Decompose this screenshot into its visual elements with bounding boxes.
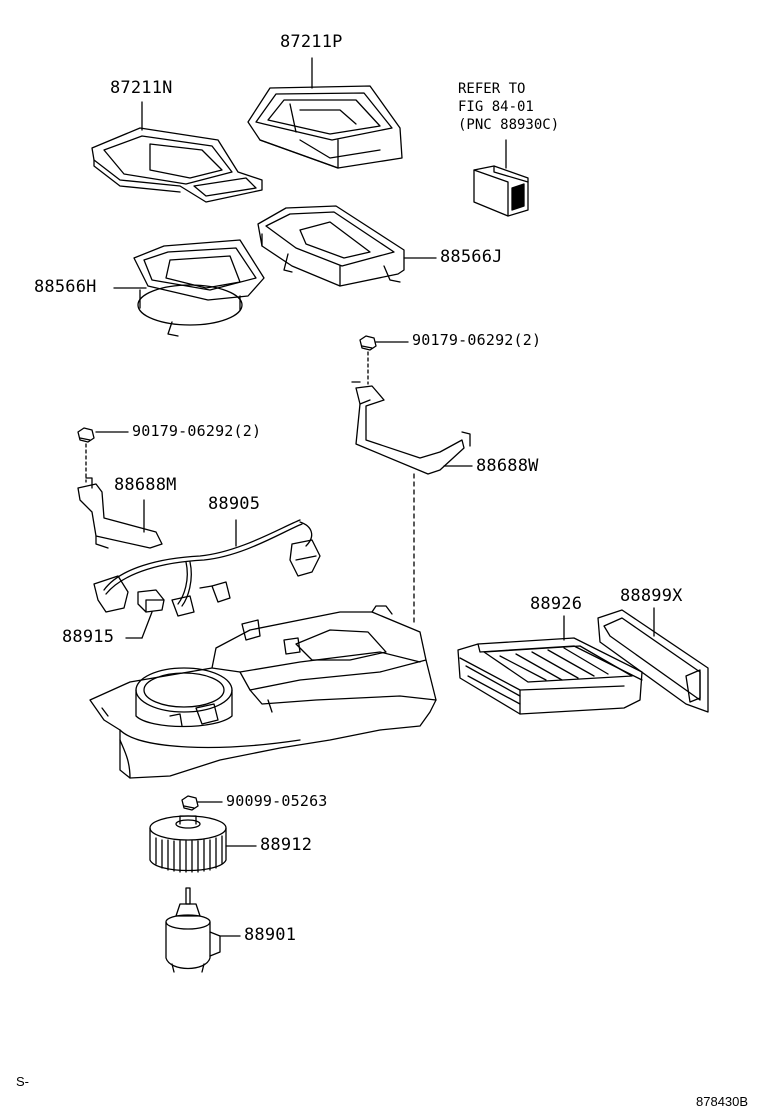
label-88566j: 88566J <box>440 247 503 267</box>
label-87211p: 87211P <box>280 32 343 52</box>
label-88566h: 88566H <box>34 277 97 297</box>
label-88899x: 88899X <box>620 586 683 606</box>
duct-frame-87211n-drawing <box>92 128 262 202</box>
label-88688m: 88688M <box>114 475 177 495</box>
fan-88912-drawing <box>150 816 226 872</box>
duct-88566h-drawing <box>134 240 264 336</box>
label-88915: 88915 <box>62 627 115 647</box>
filter-88926-drawing <box>458 638 642 714</box>
nut-90179-left-drawing <box>78 428 94 442</box>
leader-88915-b <box>142 612 152 638</box>
label-90179-left: 90179-06292(2) <box>132 422 262 440</box>
bracket-88688w-drawing <box>352 382 470 474</box>
reference-note-line1: REFER TO <box>458 81 526 97</box>
label-88901: 88901 <box>244 925 297 945</box>
label-88905: 88905 <box>208 494 261 514</box>
motor-88901-drawing <box>166 888 220 972</box>
label-88688w: 88688W <box>476 456 539 476</box>
bracket-88688m-drawing <box>78 478 162 548</box>
footer-left-mark: S- <box>16 1074 29 1089</box>
duct-frame-87211p-drawing <box>248 86 402 168</box>
figure-code: 878430B <box>696 1094 749 1109</box>
label-88926: 88926 <box>530 594 583 614</box>
blower-housing-drawing <box>90 606 436 778</box>
duct-88566j-drawing <box>258 206 404 286</box>
label-88912: 88912 <box>260 835 313 855</box>
label-90179-top: 90179-06292(2) <box>412 331 542 349</box>
connector-88915-drawing <box>138 590 164 612</box>
wire-harness-88905-drawing <box>94 520 320 616</box>
nut-90099-drawing <box>182 796 198 810</box>
label-90099: 90099-05263 <box>226 792 328 810</box>
cover-88899x-drawing <box>598 610 708 712</box>
nut-90179-top-drawing <box>360 336 376 350</box>
switch-module-drawing <box>474 166 528 216</box>
reference-note-line3: (PNC 88930C) <box>458 117 560 133</box>
reference-note-line2: FIG 84-01 <box>458 99 534 115</box>
label-87211n: 87211N <box>110 78 173 98</box>
